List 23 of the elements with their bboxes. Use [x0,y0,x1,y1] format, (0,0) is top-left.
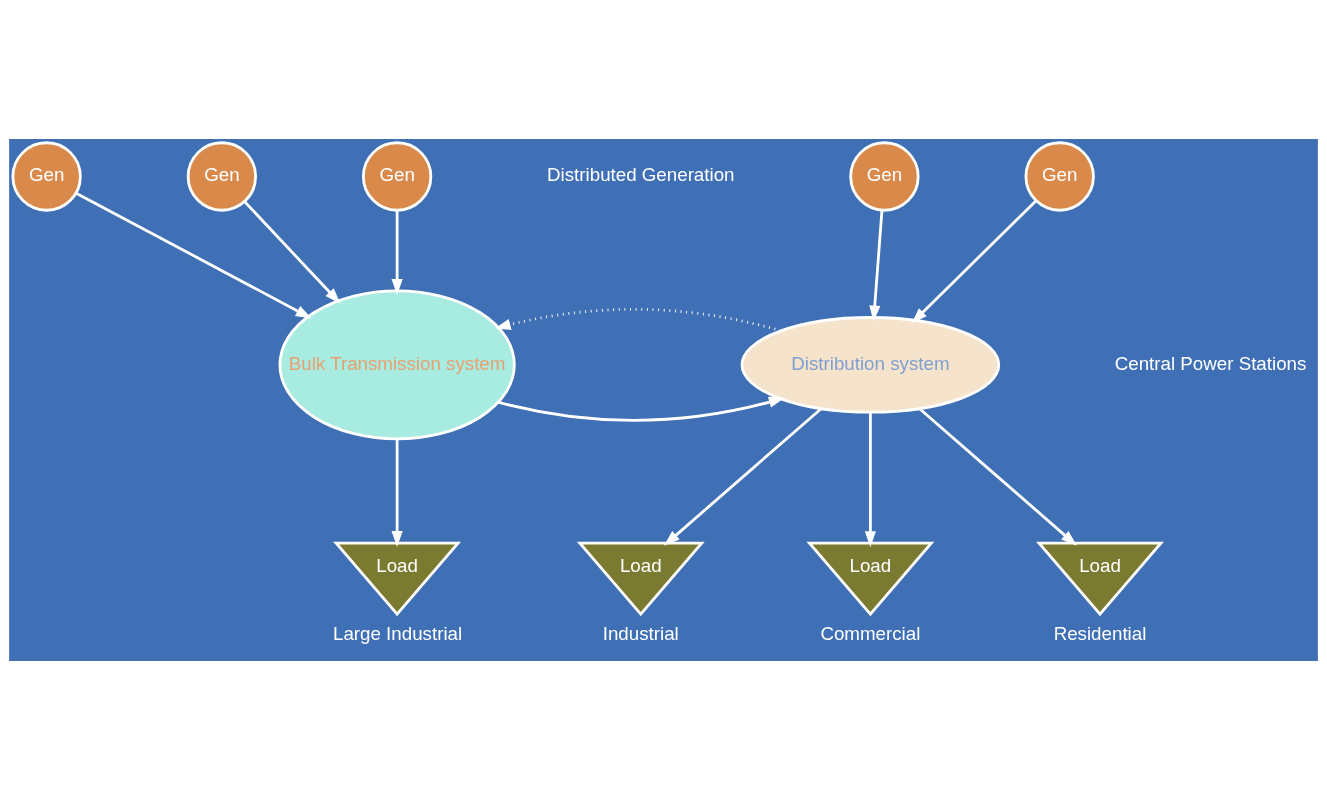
node-circle: Gen [361,141,433,212]
arrow [494,308,782,333]
arrow [243,200,341,304]
label: Central Power Stations [1114,352,1307,374]
arrow [869,210,884,322]
label: Distributed Generation [547,164,735,186]
node-label: Industrial [602,623,679,645]
arrow [663,407,823,546]
node-label: Commercial [820,623,921,645]
node-circle: Gen [1024,141,1095,212]
arrow [864,412,876,548]
arrow [391,210,403,295]
arrow [498,396,785,422]
arrow [391,439,403,547]
node-circle: Gen [186,141,257,212]
arrow [918,407,1077,546]
arrow [911,199,1038,324]
node-label: Large Industrial [333,623,463,645]
node-label: Residential [1053,623,1147,645]
arrow [75,191,312,319]
node-circle: Gen [849,141,920,212]
node-ellipse: Distribution system [740,316,1001,414]
node-circle: Gen [11,141,82,212]
